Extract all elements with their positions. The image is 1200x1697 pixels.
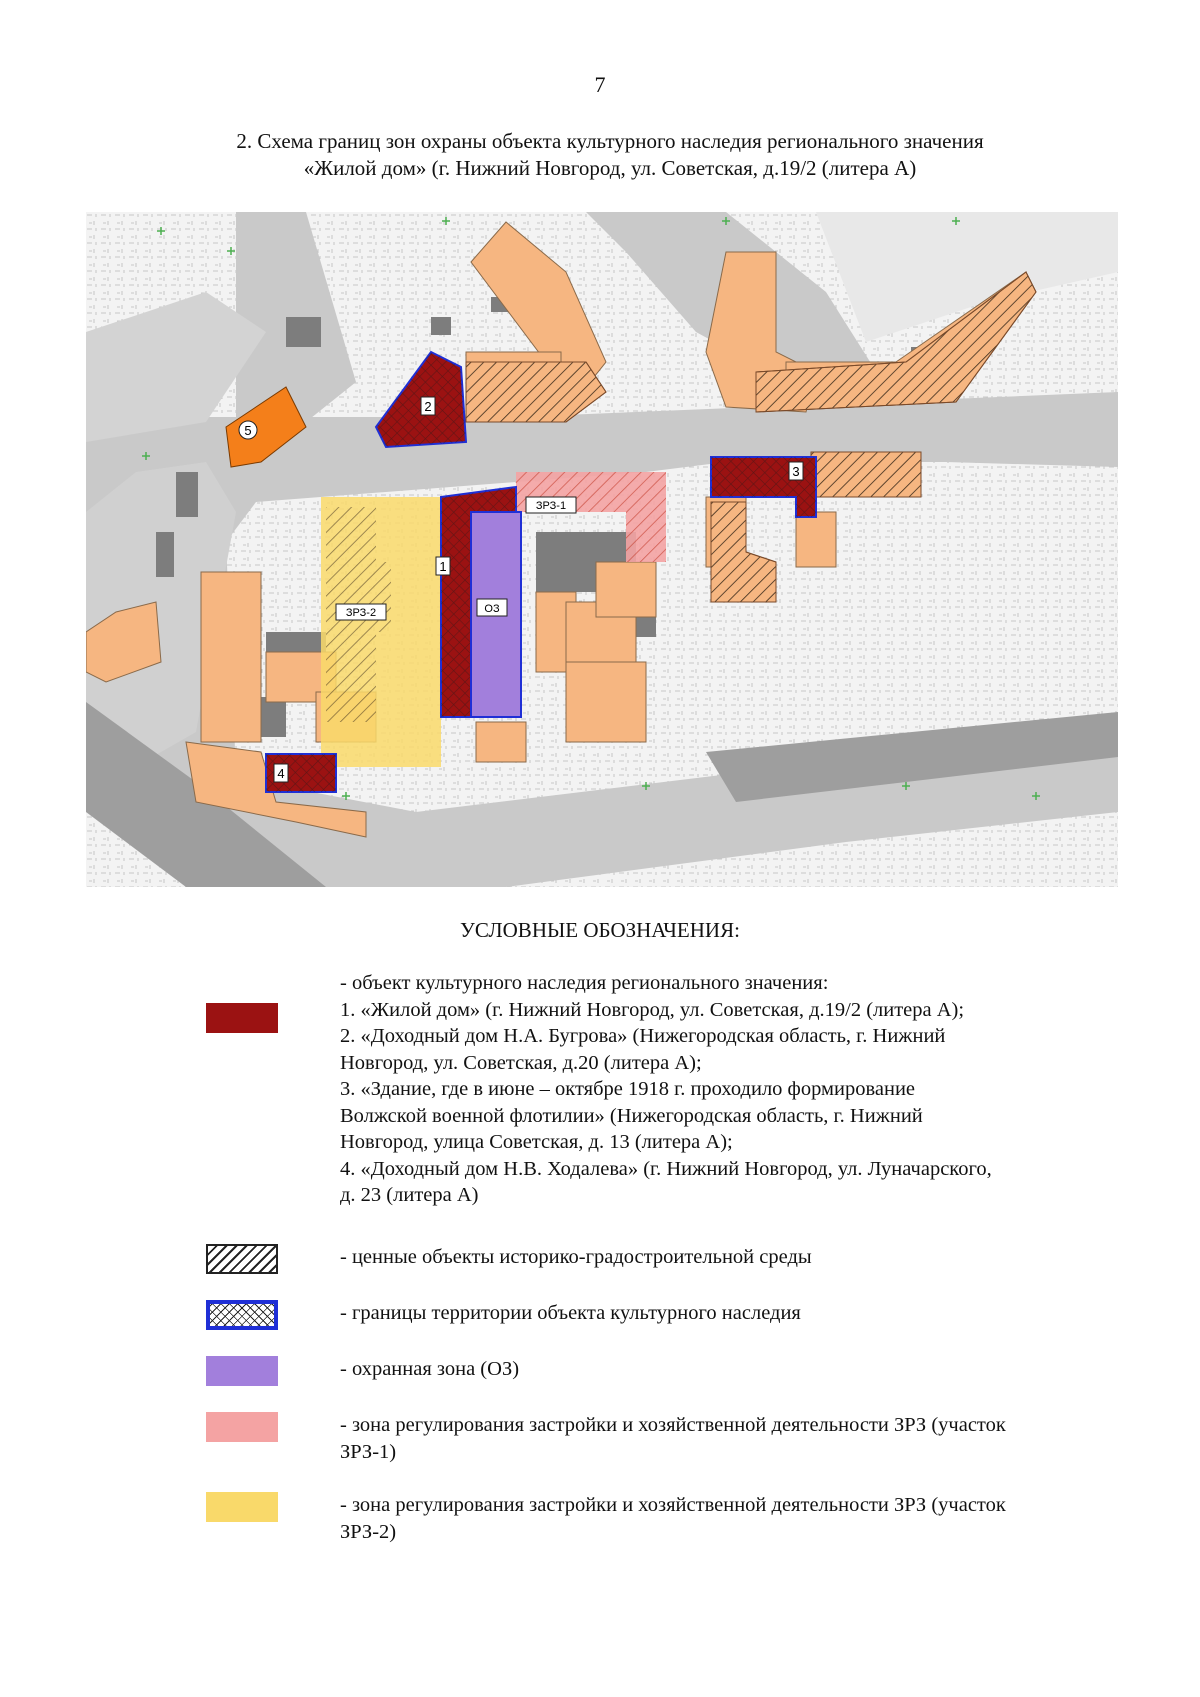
legend-swatch-protection-zone: [206, 1356, 278, 1386]
legend-swatch-zrz1: [206, 1412, 278, 1442]
legend-text-heritage: - объект культурного наследия региональн…: [340, 972, 992, 1206]
legend-text-zrz1: - зона регулирования застройки и хозяйст…: [340, 1414, 1006, 1463]
scheme-title: 2. Схема границ зон охраны объекта культ…: [140, 128, 1080, 182]
legend-text-protection-zone: - охранная зона (ОЗ): [340, 1358, 520, 1380]
heritage-object-5: [225, 386, 307, 468]
label-oz: ОЗ: [484, 603, 500, 615]
scheme-title-line1: 2. Схема границ зон охраны объекта культ…: [236, 129, 984, 153]
page-number: 7: [594, 72, 606, 97]
grid-marks: [142, 217, 1040, 800]
valuable-buildings: [465, 271, 1037, 603]
label-zrz2: ЗРЗ-2: [346, 607, 376, 619]
label-zrz1: ЗРЗ-1: [536, 500, 566, 512]
zrz2-zone: [321, 497, 441, 767]
label-object-1: 1: [439, 559, 446, 574]
scheme-title-line2: «Жилой дом» (г. Нижний Новгород, ул. Сов…: [303, 156, 917, 180]
legend-title: УСЛОВНЫЕ ОБОЗНАЧЕНИЯ:: [460, 918, 740, 942]
zrz1-zone: [516, 472, 666, 562]
legend-text-zrz2: - зона регулирования застройки и хозяйст…: [340, 1494, 1006, 1543]
legend-swatch-heritage: [206, 1003, 278, 1033]
legend-swatch-zrz2: [206, 1492, 278, 1522]
label-object-2: 2: [424, 399, 431, 414]
legend-swatch-hatched: [206, 1244, 278, 1274]
label-object-4: 4: [277, 766, 284, 781]
legend-text-valuable: - ценные объекты историко-градостроитель…: [340, 1246, 812, 1268]
zone-map: 1 2 3 4 5 ОЗ ЗРЗ-1 ЗРЗ-2: [86, 212, 1118, 887]
legend-text-boundary: - границы территории объекта культурного…: [340, 1302, 801, 1324]
map-labels: 1 2 3 4 5 ОЗ ЗРЗ-1 ЗРЗ-2: [238, 396, 804, 783]
legend-swatch-boundary: [206, 1300, 278, 1330]
label-object-3: 3: [792, 464, 799, 479]
label-object-5: 5: [244, 423, 251, 438]
